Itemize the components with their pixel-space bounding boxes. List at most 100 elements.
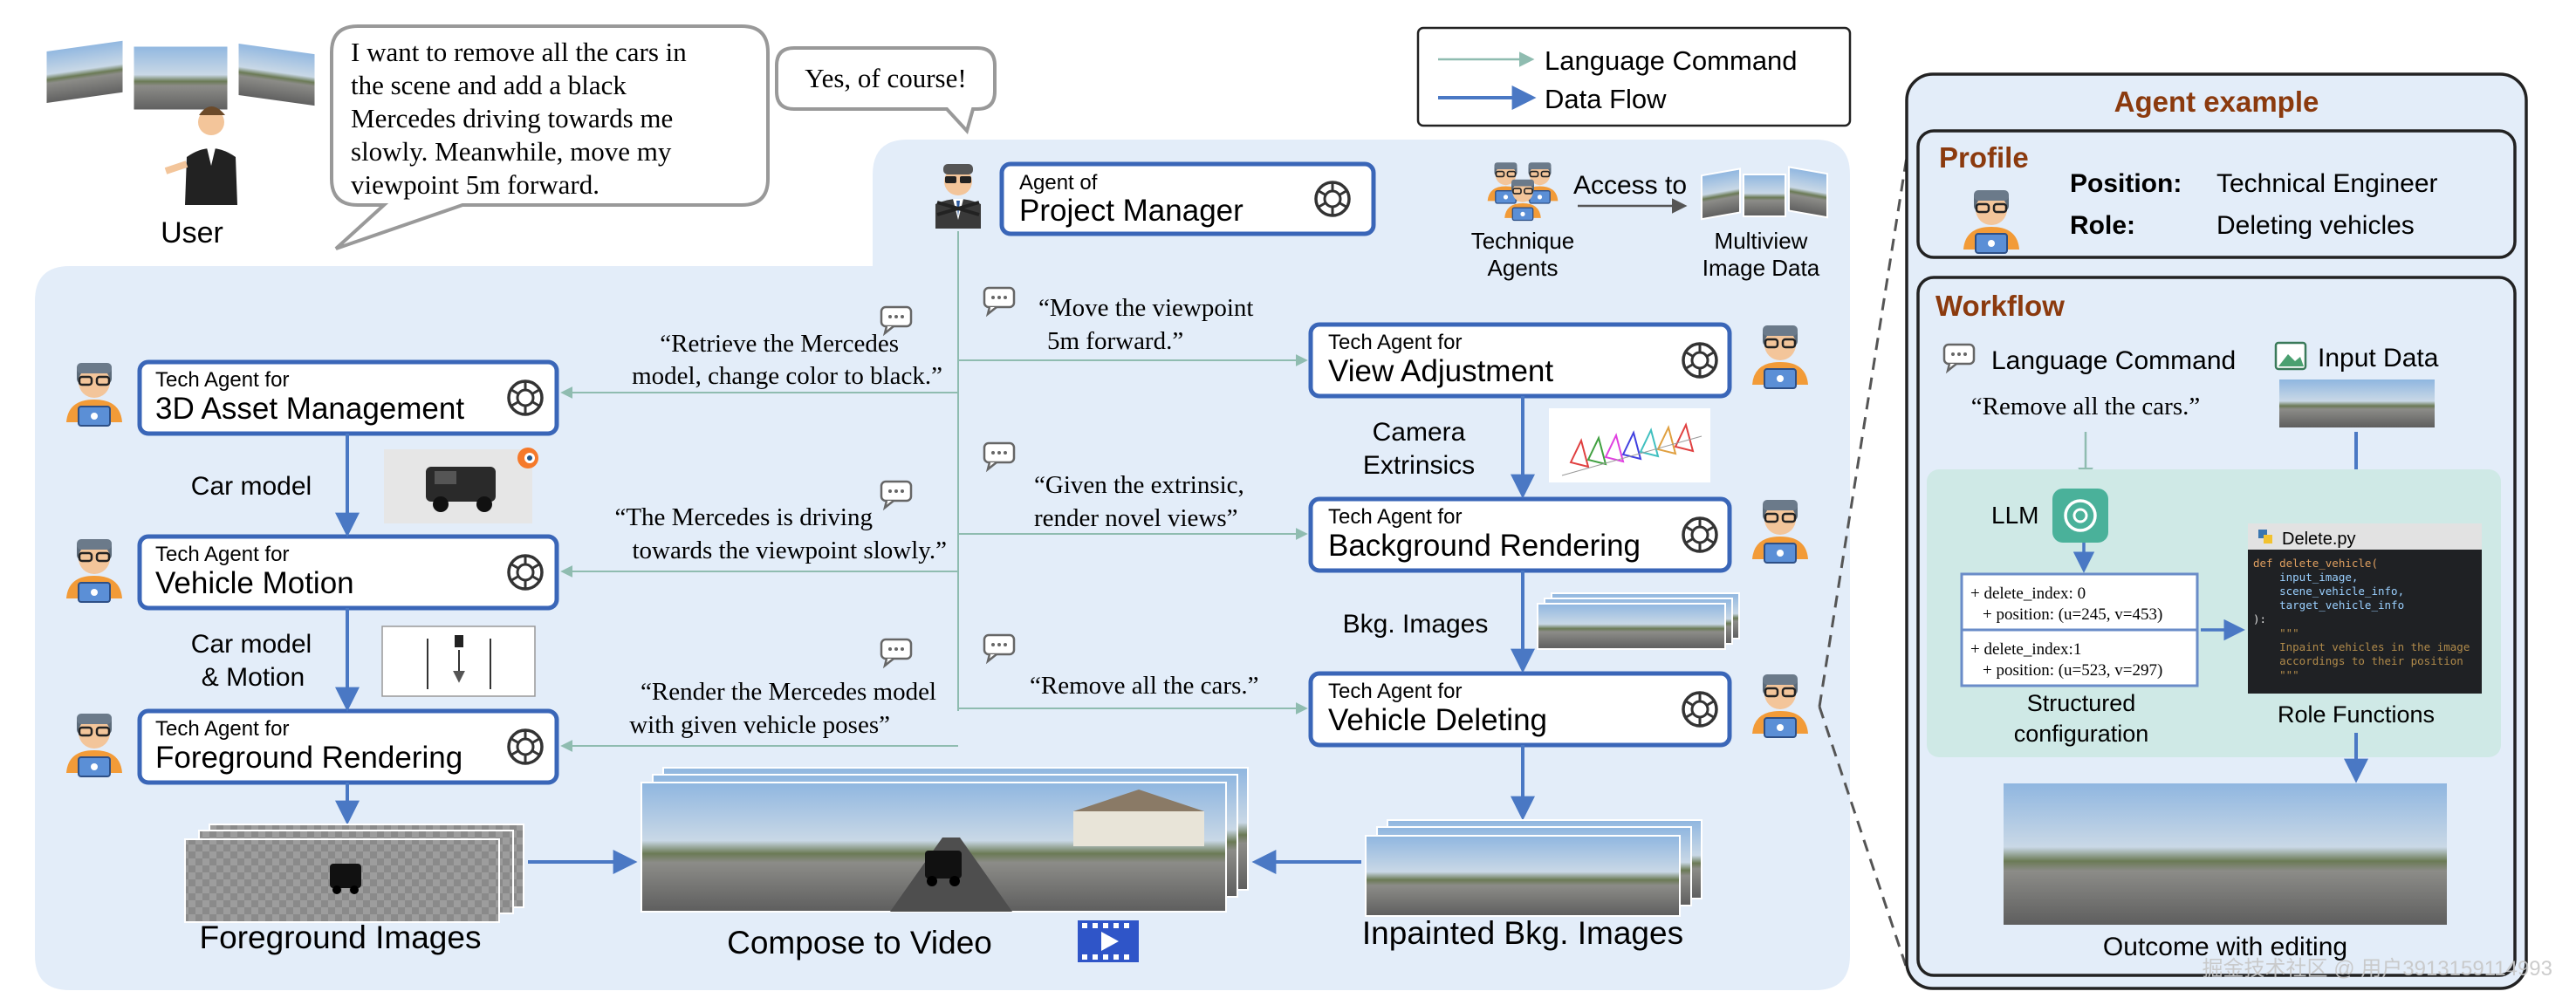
user-speech-bubble: I want to remove all the cars in the sce… bbox=[330, 24, 770, 250]
openai-icon bbox=[1676, 337, 1723, 384]
openai-icon bbox=[1309, 175, 1356, 222]
cmd-foreground-2: with given vehicle poses” bbox=[629, 711, 890, 739]
openai-icon bbox=[1676, 686, 1723, 733]
cmd-background-1: “Given the extrinsic, bbox=[1034, 471, 1244, 499]
foreground-images-stack bbox=[184, 824, 524, 923]
speech-line-1: I want to remove all the cars in bbox=[351, 37, 687, 67]
manager-title: Project Manager bbox=[1019, 194, 1243, 228]
svg-text:Vehicle Deleting: Vehicle Deleting bbox=[1328, 703, 1547, 737]
profile-card bbox=[1916, 129, 2517, 259]
cmd-motion-2: towards the viewpoint slowly.” bbox=[632, 537, 947, 564]
legend-language-command: Language Command bbox=[1545, 45, 1798, 76]
zoom-dashed-lines bbox=[1818, 156, 1908, 969]
image-icon bbox=[2274, 341, 2307, 371]
user-figure bbox=[44, 38, 318, 205]
language-command-lines bbox=[560, 231, 1308, 752]
svg-text:scene_vehicle_info,: scene_vehicle_info, bbox=[2253, 585, 2404, 598]
svg-text:View Adjustment: View Adjustment bbox=[1328, 354, 1553, 388]
agent-box-vehicle-motion: Tech Agent for Vehicle Motion bbox=[137, 534, 559, 611]
wf-role-functions: Role Functions bbox=[2278, 701, 2435, 728]
svg-text:""": """ bbox=[2253, 668, 2299, 681]
speech-line-5: viewpoint 5m forward. bbox=[351, 169, 599, 200]
manager-prefix: Agent of bbox=[1019, 171, 1098, 195]
openai-icon bbox=[502, 549, 549, 596]
agent-box-vehicle-deleting: Tech Agent for Vehicle Deleting bbox=[1308, 671, 1732, 748]
code-editor: Delete.py def delete_vehicle( input_imag… bbox=[2248, 523, 2482, 694]
svg-text:Background Rendering: Background Rendering bbox=[1328, 529, 1641, 563]
agent-box-foreground-rendering: Tech Agent for Foreground Rendering bbox=[137, 708, 559, 785]
agent-example-title: Agent example bbox=[2114, 85, 2319, 118]
svg-text:input_image,: input_image, bbox=[2253, 571, 2358, 584]
label-car-model-motion-1: Car model bbox=[191, 630, 312, 659]
svg-text:Tech Agent for: Tech Agent for bbox=[1328, 680, 1462, 703]
position-value: Technical Engineer bbox=[2216, 169, 2438, 198]
composed-video-stack bbox=[641, 767, 1249, 913]
svg-text:+ position: (u=523, v=297): + position: (u=523, v=297) bbox=[1983, 661, 2162, 680]
user-label: User bbox=[161, 216, 223, 250]
svg-text:Foreground Rendering: Foreground Rendering bbox=[155, 741, 462, 775]
speech-line-4: slowly. Meanwhile, move my bbox=[351, 136, 672, 167]
wf-command-quote: “Remove all the cars.” bbox=[1971, 393, 2201, 420]
technique-agents-line1: Technique bbox=[1471, 228, 1575, 254]
svg-text:3D Asset Management: 3D Asset Management bbox=[155, 392, 464, 426]
svg-text:Tech Agent for: Tech Agent for bbox=[1328, 505, 1462, 529]
svg-text:Tech Agent for: Tech Agent for bbox=[1328, 331, 1462, 354]
agent-box-view-adjustment: Tech Agent for View Adjustment bbox=[1308, 322, 1732, 399]
legend-data-flow: Data Flow bbox=[1545, 84, 1667, 114]
speech-line-2: the scene and add a black bbox=[351, 70, 627, 100]
trajectory-image bbox=[381, 626, 536, 697]
label-bkg-images: Bkg. Images bbox=[1343, 610, 1489, 639]
inpainted-images-stack bbox=[1365, 819, 1702, 917]
svg-text:Inpaint vehicles in the image: Inpaint vehicles in the image bbox=[2253, 640, 2470, 653]
svg-text:""": """ bbox=[2253, 626, 2299, 639]
video-icon bbox=[1078, 920, 1139, 962]
reply-text: Yes, of course! bbox=[805, 63, 966, 93]
profile-title: Profile bbox=[1939, 141, 2029, 174]
openai-icon bbox=[502, 374, 549, 421]
wf-structured-1: Structured bbox=[2027, 690, 2136, 716]
svg-text:target_vehicle_info: target_vehicle_info bbox=[2253, 598, 2404, 612]
multiview-line1: Multiview bbox=[1715, 228, 1808, 254]
cmd-view-2: 5m forward.” bbox=[1047, 327, 1183, 355]
right-data-flow bbox=[528, 396, 1535, 874]
bkg-images-stack bbox=[1537, 592, 1740, 650]
wf-input-data: Input Data bbox=[2318, 344, 2439, 373]
agent-example-panel: Agent example Profile Position: Technica… bbox=[1905, 72, 2528, 990]
technique-agents-line2: Agents bbox=[1488, 255, 1559, 281]
position-key: Position: bbox=[2070, 169, 2182, 198]
agent-box-background-rendering: Tech Agent for Background Rendering bbox=[1308, 496, 1732, 573]
car-model-image bbox=[384, 449, 532, 523]
wf-outcome-label: Outcome with editing bbox=[2103, 933, 2347, 961]
svg-text:Tech Agent for: Tech Agent for bbox=[155, 717, 289, 741]
svg-text:+ position: (u=245, v=453): + position: (u=245, v=453) bbox=[1983, 605, 2162, 624]
svg-text:Tech Agent for: Tech Agent for bbox=[155, 543, 289, 566]
structured-config: + delete_index: 0 + position: (u=245, v=… bbox=[1960, 572, 2199, 687]
label-camera-2: Extrinsics bbox=[1363, 451, 1475, 480]
svg-text:Tech Agent for: Tech Agent for bbox=[155, 368, 289, 392]
workflow-title: Workflow bbox=[1935, 290, 2065, 322]
watermark: 掘金技术社区 @ 用户3913159114993 bbox=[2203, 957, 2552, 981]
inpainted-images-label: Inpainted Bkg. Images bbox=[1362, 915, 1683, 951]
manager-box: Agent of Project Manager bbox=[999, 161, 1376, 236]
multiview-line2: Image Data bbox=[1702, 255, 1820, 281]
cmd-foreground-1: “Render the Mercedes model bbox=[641, 678, 936, 706]
cmd-motion-1: “The Mercedes is driving bbox=[614, 503, 873, 531]
reply-bubble: Yes, of course! bbox=[775, 46, 997, 134]
openai-icon bbox=[502, 723, 549, 770]
label-car-model-motion-2: & Motion bbox=[202, 663, 305, 692]
wf-input-image bbox=[2279, 379, 2435, 427]
svg-text:+ delete_index:1: + delete_index:1 bbox=[1970, 640, 2081, 659]
code-file-name: Delete.py bbox=[2282, 530, 2356, 549]
wf-llm: LLM bbox=[1991, 502, 2038, 529]
wf-structured-2: configuration bbox=[2014, 721, 2149, 747]
cmd-asset-1: “Retrieve the Mercedes bbox=[660, 330, 899, 358]
cmd-background-2: render novel views” bbox=[1034, 504, 1238, 532]
label-camera-1: Camera bbox=[1373, 418, 1466, 447]
svg-text:accordings to their position: accordings to their position bbox=[2253, 654, 2463, 667]
camera-extrinsics-plot bbox=[1549, 408, 1710, 482]
svg-text:+ delete_index: 0: + delete_index: 0 bbox=[1970, 585, 2086, 603]
role-value: Deleting vehicles bbox=[2216, 211, 2415, 240]
user-photos bbox=[44, 38, 318, 113]
speech-line-3: Mercedes driving towards me bbox=[351, 103, 673, 133]
